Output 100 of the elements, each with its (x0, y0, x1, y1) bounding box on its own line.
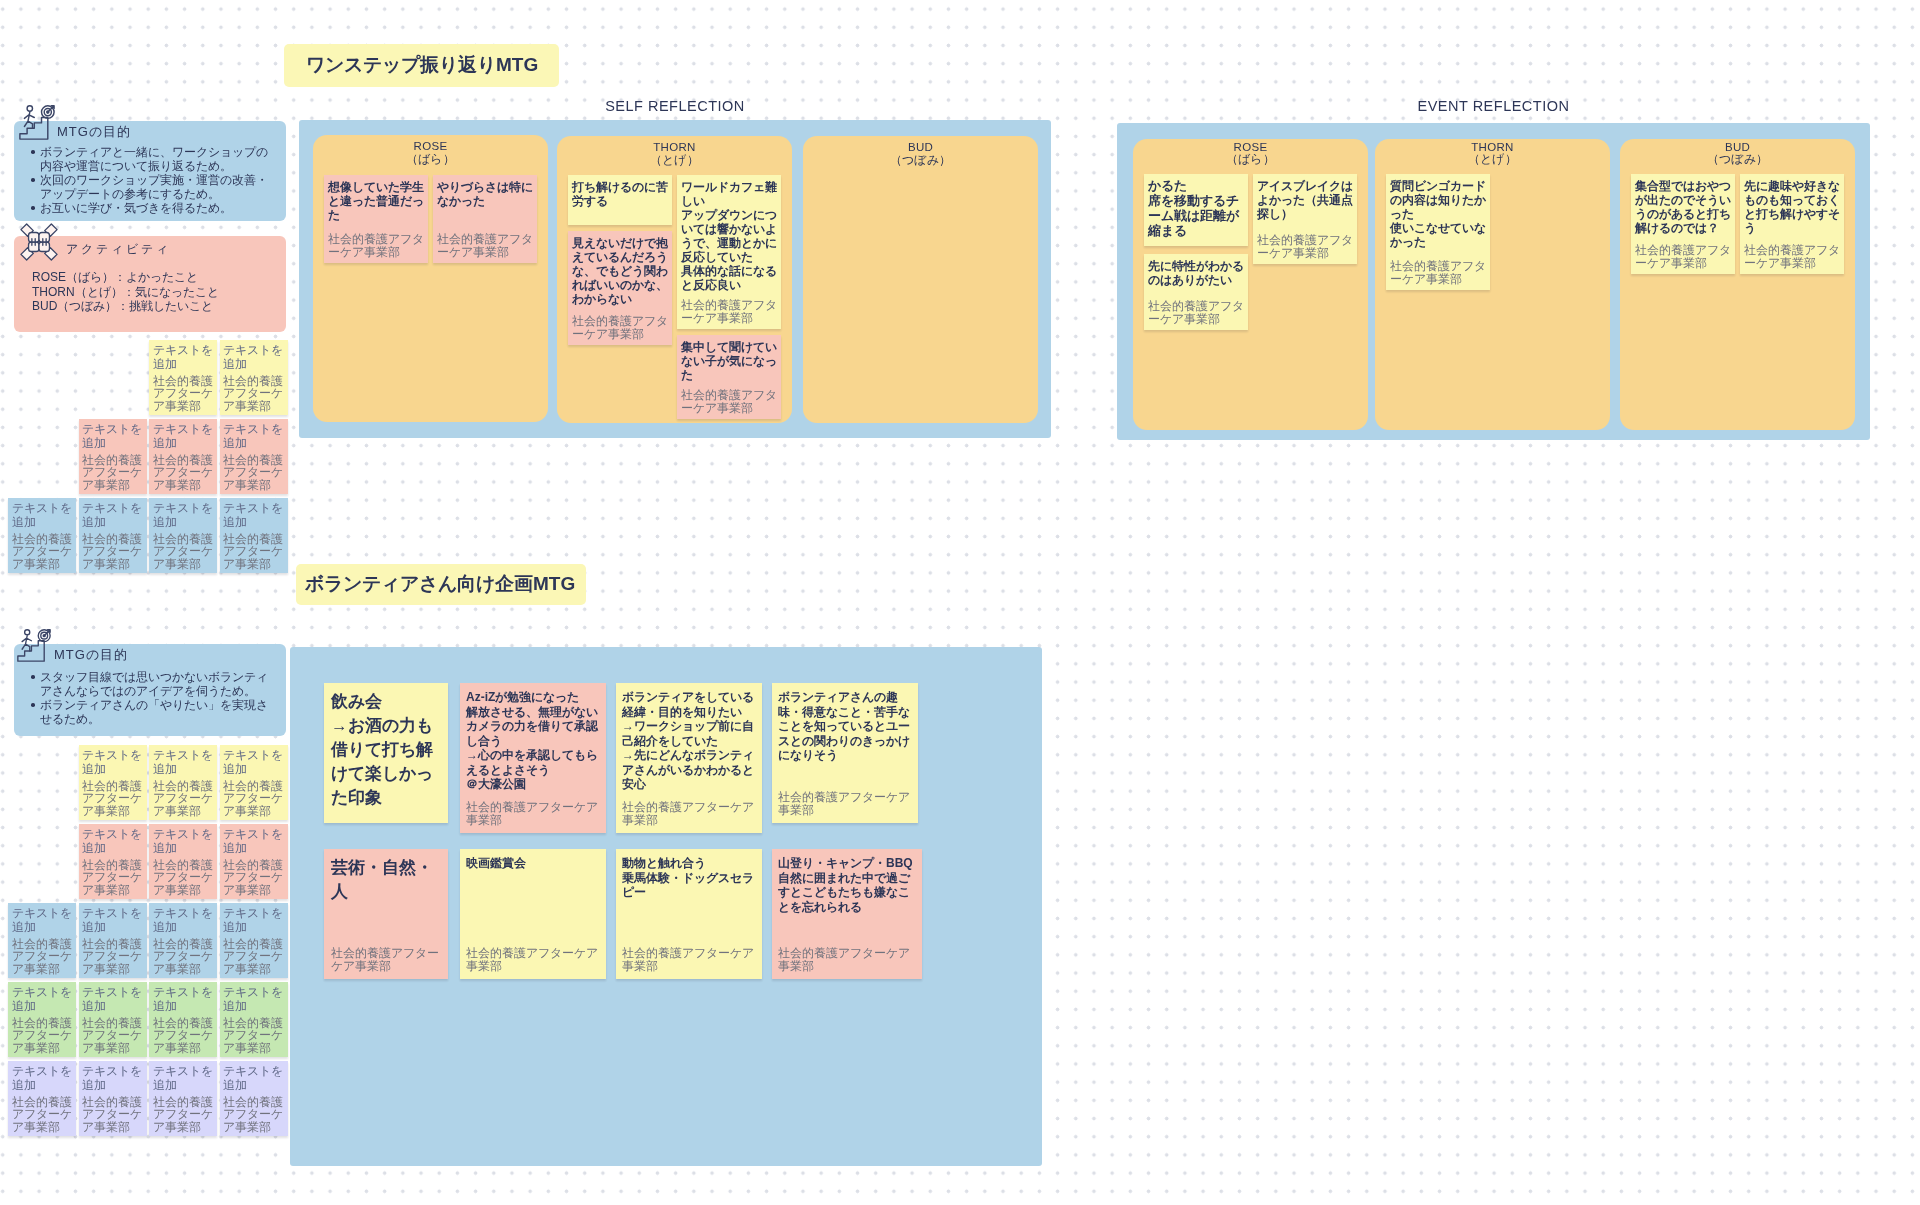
column-heading: THORN (1471, 141, 1514, 153)
placeholder-text: テキストを追加 (223, 985, 284, 1013)
note-text: 飲み会 (331, 691, 382, 712)
placeholder-text: テキストを追加 (152, 906, 214, 934)
section-heading: SELF REFLECTION (605, 97, 745, 116)
sticky-note (772, 683, 918, 823)
author-label: 社会的養護アフターケア事業部 (223, 1016, 284, 1054)
sticky-note (1740, 174, 1844, 274)
sticky-note (568, 175, 672, 225)
sticky-note (8, 498, 76, 573)
body-text: BUD（つぼみ）：挑戦したいこと (32, 299, 214, 315)
sticky-note (8, 982, 76, 1057)
sticky-note (78, 982, 147, 1057)
sticky-note (568, 231, 672, 345)
note-text: Az-iZが勉強になった (466, 690, 580, 705)
note-text: 使いこなせていなかった (1389, 221, 1487, 249)
author-label: 社会的養護アフターケア事業部 (436, 233, 534, 258)
author-label: 社会的養護アフターケア事業部 (82, 453, 143, 491)
placeholder-text: テキストを追加 (11, 1064, 73, 1092)
sticky-note (219, 745, 288, 820)
sticky-note (460, 849, 606, 979)
column-panel (1133, 139, 1368, 430)
column-heading: （ばら） (1225, 153, 1276, 165)
author-label: 社会的養護アフターケア事業部 (223, 532, 284, 570)
author-label: 社会的養護アフターケア事業部 (82, 937, 143, 975)
sticky-note (1253, 174, 1357, 264)
note-text: 映画鑑賞会 (466, 856, 526, 871)
author-label: 社会的養護アフターケア事業部 (152, 937, 214, 975)
author-label: 社会的養護アフターケア事業部 (223, 779, 284, 817)
sticky-note (324, 175, 428, 263)
note-text: 集中して聞けていない子が気になった (680, 340, 778, 382)
note-text: 見えないだけで抱えているんだろうな、でもどう関わればいいのかな、わからない (571, 236, 669, 306)
sticky-note (616, 683, 762, 833)
placeholder-text: テキストを追加 (223, 501, 284, 529)
note-text: ボランティアさんの趣味・得意なこと・苦手なことを知っているとユースとの関わりのきっかけになりそう (778, 690, 911, 763)
author-label: 社会的養護アフターケア事業部 (152, 1095, 214, 1133)
sticky-note (324, 683, 448, 823)
body-text: THORN（とげ）：気になったこと (32, 284, 219, 300)
author-label: 社会的養護アフターケア事業部 (466, 801, 599, 826)
sticky-note (149, 982, 217, 1057)
card-heading: MTGの目的 (57, 124, 131, 140)
placeholder-text: テキストを追加 (152, 343, 214, 371)
sticky-note (1631, 174, 1735, 274)
author-label: 社会的養護アフターケア事業部 (1743, 244, 1841, 269)
sticky-note (149, 419, 217, 494)
author-label: 社会的養護アフターケア事業部 (622, 947, 755, 972)
author-label: 社会的養護アフターケア事業部 (622, 801, 755, 826)
author-label: 社会的養護アフターケア事業部 (152, 453, 214, 491)
placeholder-text: テキストを追加 (223, 422, 284, 450)
sticky-note (616, 849, 762, 979)
sticky-note (149, 745, 217, 820)
author-label: 社会的養護アフターケア事業部 (223, 453, 284, 491)
note-text: やりづらさは特になかった (436, 180, 534, 208)
sticky-note (433, 175, 537, 263)
author-label: 社会的養護アフターケア事業部 (223, 937, 284, 975)
sticky-note (219, 1061, 288, 1136)
sticky-note (78, 498, 147, 573)
sticky-note (149, 498, 217, 573)
author-label: 社会的養護アフターケア事業部 (466, 947, 599, 972)
placeholder-text: テキストを追加 (82, 906, 143, 934)
sticky-note (1386, 174, 1490, 290)
placeholder-text: テキストを追加 (152, 501, 214, 529)
author-label: 社会的養護アフターケア事業部 (1389, 260, 1487, 285)
sticky-note (78, 745, 147, 820)
sticky-note (677, 175, 781, 329)
sticky-note (219, 498, 288, 573)
note-text: ＠大濠公園 (466, 777, 526, 792)
author-label: 社会的養護アフターケア事業部 (11, 532, 73, 570)
note-text: →ワークショップ前に自己紹介をしていた (622, 719, 755, 748)
placeholder-text: テキストを追加 (152, 422, 214, 450)
column-heading: （つぼみ） (1706, 153, 1769, 165)
author-label: 社会的養護アフターケア事業部 (1256, 234, 1354, 259)
note-text: →心の中を承認してもらえるとよさそう (466, 748, 599, 777)
note-text: 具体的な話になると反応良い (680, 264, 778, 292)
placeholder-text: テキストを追加 (152, 827, 214, 855)
author-label: 社会的養護アフターケア事業部 (82, 1095, 143, 1133)
bullet-text: ボランティアと一緒に、ワークショップの内容や運営について振り返るため。 (40, 145, 269, 173)
note-text: 想像していた学生と違った普通だった (327, 180, 425, 222)
note-text: 自然に囲まれた中で過ごすとこどもたちも嫌なことを忘れられる (778, 870, 912, 914)
placeholder-text: テキストを追加 (152, 985, 214, 1013)
author-label: 社会的養護アフターケア事業部 (223, 858, 284, 896)
note-text: ボランティアをしている経緯・目的を知りたい (622, 690, 755, 719)
author-label: 社会的養護アフターケア事業部 (11, 937, 73, 975)
sticky-note (219, 419, 288, 494)
note-text: ワールドカフェ難しい (680, 180, 778, 208)
author-label: 社会的養護アフターケア事業部 (152, 779, 214, 817)
column-heading: BUD (1724, 141, 1751, 153)
author-label: 社会的養護アフターケア事業部 (152, 1016, 214, 1054)
board-panel (290, 647, 1042, 1166)
title-banner (284, 44, 559, 87)
note-text: 動物と触れ合う (622, 856, 706, 871)
placeholder-text: テキストを追加 (223, 906, 284, 934)
note-text: アイスブレイクはよかった（共通点探し） (1256, 179, 1354, 221)
sticky-note (78, 1061, 147, 1136)
bullet-text: 次回のワークショップ実施・運営の改善・アップデートの参考にするため。 (40, 173, 269, 201)
note-text: 芸術・自然・人 (331, 857, 434, 902)
author-label: 社会的養護アフターケア事業部 (1147, 300, 1245, 325)
author-label: 社会的養護アフターケア事業部 (331, 947, 440, 972)
title-banner (296, 564, 586, 605)
author-label: 社会的養護アフターケア事業部 (571, 315, 669, 340)
